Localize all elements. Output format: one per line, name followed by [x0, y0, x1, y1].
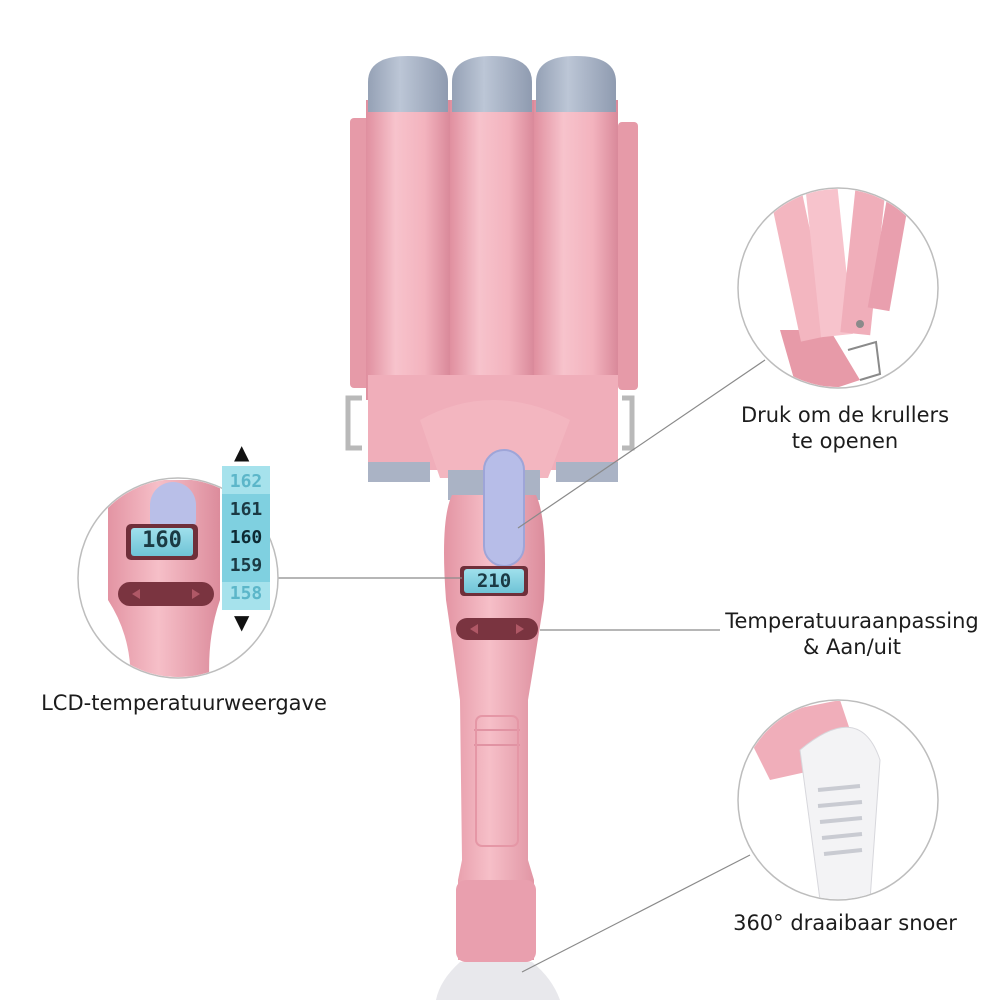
rocker-right-arrow: [516, 624, 524, 634]
barrel-right: [534, 100, 618, 400]
scale-up-arrow: ▲: [234, 440, 250, 464]
callout-temp-line1: Temperatuuraanpassing: [725, 609, 979, 633]
zoom-open-curler: [737, 187, 939, 389]
scale-down-arrow: ▼: [234, 610, 250, 634]
zoom-swivel-cord: [737, 699, 939, 901]
left-clip: [345, 395, 362, 451]
base-bottom-shadow: [368, 462, 618, 482]
handle-grip-panel: [475, 715, 519, 847]
temperature-scale: [222, 466, 270, 610]
lcd-panel: [464, 569, 524, 593]
barrel-cap-left: [368, 56, 448, 112]
line-open: [517, 359, 766, 529]
callout-open-line1: Druk om de krullers: [740, 403, 950, 427]
callout-lcd-label: LCD-temperatuurweergave: [41, 691, 327, 715]
power-cord: [436, 962, 560, 1000]
temperature-rocker[interactable]: [456, 618, 538, 640]
callout-open-label: Druk om de krullers te openen: [720, 402, 970, 454]
barrel-middle: [450, 100, 534, 400]
handle-collar: [456, 880, 536, 962]
zoom-lcd-value: 160: [142, 528, 182, 553]
callout-lines: [275, 359, 766, 973]
handle-grip-lines: [474, 729, 520, 746]
rocker-left-arrow: [470, 624, 478, 634]
barrel-left: [366, 100, 450, 400]
line-cord: [521, 854, 751, 973]
barrel-cap-right: [536, 56, 616, 112]
scale-value: 161: [229, 499, 263, 520]
handle: [444, 495, 545, 960]
barrel-cap-middle: [452, 56, 532, 112]
scale-value: 162: [229, 471, 263, 492]
callout-open-line2: te openen: [791, 429, 899, 453]
callout-temp-label: Temperatuuraanpassing & Aan/uit: [712, 608, 992, 660]
right-clamp-plate: [618, 122, 638, 390]
scale-value: 160: [229, 527, 263, 548]
callout-temp-line2: & Aan/uit: [802, 635, 902, 659]
scale-list: 162 161 160 159 158: [222, 468, 270, 608]
open-clamp-button[interactable]: [483, 449, 525, 567]
scale-value: 158: [229, 583, 263, 604]
callout-cord-label: 360° draaibaar snoer: [733, 911, 957, 935]
main-lcd-value: 210: [476, 570, 512, 592]
hair-curler: [345, 56, 638, 1000]
scale-value: 159: [229, 555, 263, 576]
right-clip: [622, 395, 635, 451]
hinge-yoke: [420, 400, 570, 478]
